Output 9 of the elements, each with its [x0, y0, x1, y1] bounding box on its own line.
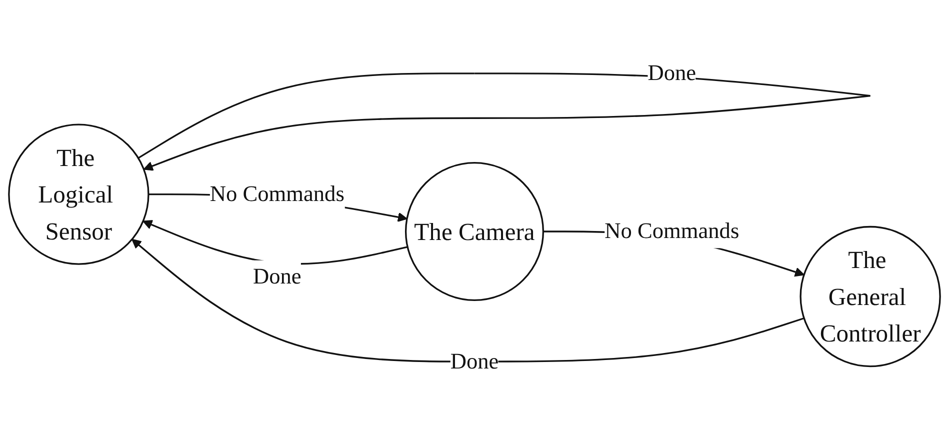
- edge-label: Done: [450, 349, 499, 374]
- edge-label: Done: [648, 61, 696, 86]
- node-circle: The General Controller: [800, 226, 941, 368]
- edge-label: No Commands: [604, 219, 740, 244]
- node-circle: The Logical Sensor: [8, 124, 150, 265]
- arrow: [132, 238, 804, 362]
- edge-label: No Commands: [210, 182, 344, 207]
- node-circle: The Camera: [404, 162, 544, 302]
- edge-label: Done: [252, 264, 302, 290]
